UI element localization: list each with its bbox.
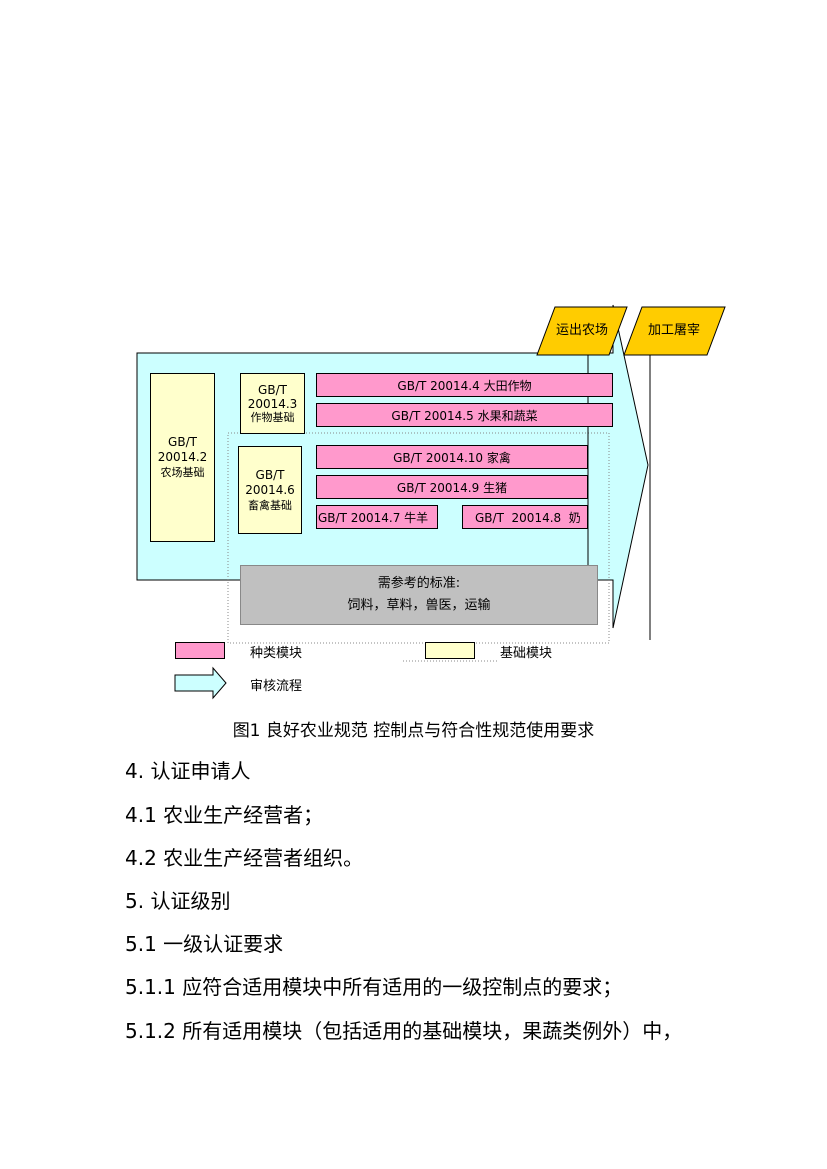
- module-cattle-sheep: GB/T 20014.7 牛羊: [316, 505, 438, 529]
- legend-flow-label: 审核流程: [250, 679, 303, 694]
- legend-category-label: 种类模块: [250, 646, 303, 661]
- label-processing-shape: [623, 306, 726, 356]
- reference-standards-box: 需参考的标准: 饲料，草料，兽医，运输: [240, 565, 598, 625]
- figure-caption: 图1 良好农业规范 控制点与符合性规范使用要求: [232, 721, 595, 741]
- label-ship-out: 运出农场: [555, 323, 608, 338]
- crop-base-line3: 作物基础: [250, 410, 295, 424]
- module-poultry: GB/T 20014.10 家禽: [316, 445, 588, 469]
- legend-base-label: 基础模块: [500, 646, 553, 661]
- section-5-heading: 5. 认证级别: [125, 889, 231, 913]
- module-livestock-base: GB/T 20014.6 畜禽基础: [238, 446, 302, 534]
- section-5-1: 5.1 一级认证要求: [125, 932, 284, 956]
- gap-diagram: 运出农场 加工屠宰 GB/T 20014.2 农场基础 GB/T 20014.3…: [136, 304, 726, 700]
- section-4-1: 4.1 农业生产经营者；: [125, 803, 324, 827]
- crop-base-line2: 20014.3: [247, 396, 298, 411]
- module-fruits-vegetables: GB/T 20014.5 水果和蔬菜: [316, 403, 613, 427]
- module-farm-base: GB/T 20014.2 农场基础: [150, 373, 215, 542]
- module-pigs: GB/T 20014.9 生猪: [316, 475, 588, 499]
- legend-base-swatch: [425, 642, 475, 659]
- module-dairy: GB/T 20014.8 奶: [462, 505, 588, 529]
- legend-category-swatch: [175, 642, 225, 659]
- reference-title: 需参考的标准:: [377, 576, 461, 591]
- label-processing: 加工屠宰: [647, 323, 700, 338]
- farm-base-line3: 农场基础: [160, 466, 205, 479]
- farm-base-line2: 20014.2: [157, 450, 208, 464]
- section-5-1-1: 5.1.1 应符合适用模块中所有适用的一级控制点的要求；: [125, 975, 623, 999]
- label-ship-out-shape: [536, 306, 628, 356]
- module-crop-base: GB/T 20014.3 作物基础: [240, 373, 305, 434]
- livestock-base-line2: 20014.6: [245, 482, 295, 497]
- module-field-crops: GB/T 20014.4 大田作物: [316, 373, 613, 397]
- legend-flow-arrow-icon: [174, 666, 227, 700]
- livestock-base-line1: GB/T: [255, 467, 285, 482]
- farm-base-line1: GB/T: [168, 435, 197, 449]
- crop-base-line1: GB/T: [258, 382, 287, 397]
- section-4-2: 4.2 农业生产经营者组织。: [125, 846, 364, 870]
- reference-items: 饲料，草料，兽医，运输: [347, 598, 491, 613]
- section-4-heading: 4. 认证申请人: [125, 759, 251, 783]
- section-5-1-2: 5.1.2 所有适用模块（包括适用的基础模块，果蔬类例外）中，: [125, 1019, 683, 1043]
- livestock-base-line3: 畜禽基础: [248, 498, 292, 512]
